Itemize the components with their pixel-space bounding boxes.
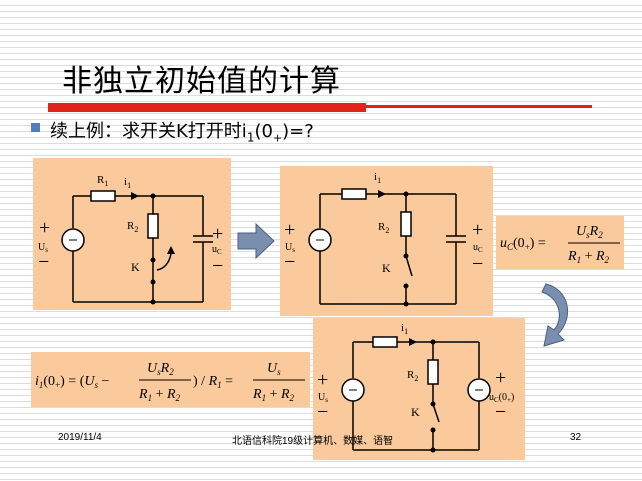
minus-sign: −: [317, 401, 328, 423]
formula-i1-numerator: UsR2: [147, 361, 174, 377]
subtitle-plus: +: [272, 131, 283, 145]
formula-i1-numerator2: Us: [267, 361, 281, 377]
label-r1: R1: [97, 174, 108, 188]
footer-date: 2019/11/4: [58, 432, 102, 443]
label-i1: i1: [401, 322, 408, 336]
label-us: Us: [38, 242, 48, 254]
circuit-diagram-equivalent: i1 R2 K + Us − + uC(0+) −: [317, 322, 514, 453]
label-uc: uC: [473, 242, 483, 254]
right-arrow-icon: [237, 222, 275, 260]
formula-i1-denominator2: R1 + R2: [252, 387, 295, 403]
label-r2: R2: [127, 220, 138, 234]
label-us: Us: [285, 242, 295, 254]
subtitle-text: 续上例：求开关K打开时i: [50, 121, 247, 142]
plus-sign: +: [284, 219, 295, 241]
plus-sign-c: +: [212, 223, 223, 245]
plus-sign-c: +: [472, 219, 483, 241]
circuit-panel-closed: R1 i1 R2 K + Us − + uC −: [33, 158, 231, 310]
label-k: K: [131, 260, 140, 274]
subtitle-end: )=?: [282, 121, 314, 142]
label-us: Us: [318, 392, 328, 404]
minus-sign-c: −: [212, 255, 223, 277]
footer-org: 北语信科院19级计算机、数媒、语智: [232, 436, 394, 447]
plus-sign: +: [39, 217, 50, 239]
circuit-panel-open: i1 R2 K + Us − + uC −: [280, 166, 493, 316]
footer-page-number: 32: [570, 432, 582, 443]
label-i1: i1: [374, 171, 381, 185]
circuit-diagram-open: i1 R2 K + Us − + uC −: [284, 171, 483, 307]
curved-arrow-icon: [541, 283, 568, 347]
formula-uc0-svg: uC(0+) = UsR2 R1 + R2: [500, 224, 620, 265]
formula-uc0: uC(0+) = UsR2 R1 + R2: [496, 216, 624, 269]
formula-uc0-numerator: UsR2: [576, 224, 603, 240]
formula-i1-svg: i1(0+) = (Us − UsR2 R1 + R2 ) / R1 = Us …: [35, 361, 305, 403]
formula-uc0-denominator: R1 + R2: [567, 249, 610, 265]
plus-sign: +: [317, 369, 328, 391]
circuit-panel-equivalent: i1 R2 K + Us − + uC(0+) −: [313, 318, 525, 460]
formula-i1-lhs: i1(0+) = (Us −: [35, 374, 110, 390]
bullet-square-icon: [31, 123, 40, 132]
label-i1: i1: [124, 176, 131, 190]
label-uc0: uC(0+): [489, 392, 514, 404]
label-r2: R2: [378, 221, 389, 235]
label-r2: R2: [407, 369, 418, 383]
formula-i1-denominator: R1 + R2: [138, 387, 181, 403]
minus-sign-c: −: [472, 253, 483, 275]
circuit-diagram-closed: R1 i1 R2 K + Us − + uC −: [38, 174, 223, 305]
formula-i1: i1(0+) = (Us − UsR2 R1 + R2 ) / R1 = Us …: [31, 352, 310, 407]
minus-sign-c: −: [495, 401, 506, 423]
slide-title: 非独立初始值的计算: [62, 64, 341, 99]
subtitle-tail: (0: [254, 121, 273, 142]
minus-sign: −: [38, 251, 49, 273]
title-accent-bar: [48, 103, 366, 112]
formula-uc0-lhs: uC(0+) =: [500, 236, 546, 252]
subtitle-sub: 1: [246, 130, 255, 145]
slide-subtitle: 续上例：求开关K打开时i1(0+)=?: [50, 117, 314, 145]
label-k: K: [382, 261, 391, 275]
minus-sign: −: [284, 251, 295, 273]
label-k: K: [411, 405, 420, 419]
label-uc: uC: [212, 244, 222, 256]
formula-i1-mid: ) / R1 =: [193, 374, 233, 390]
plus-sign-c: +: [495, 367, 506, 389]
